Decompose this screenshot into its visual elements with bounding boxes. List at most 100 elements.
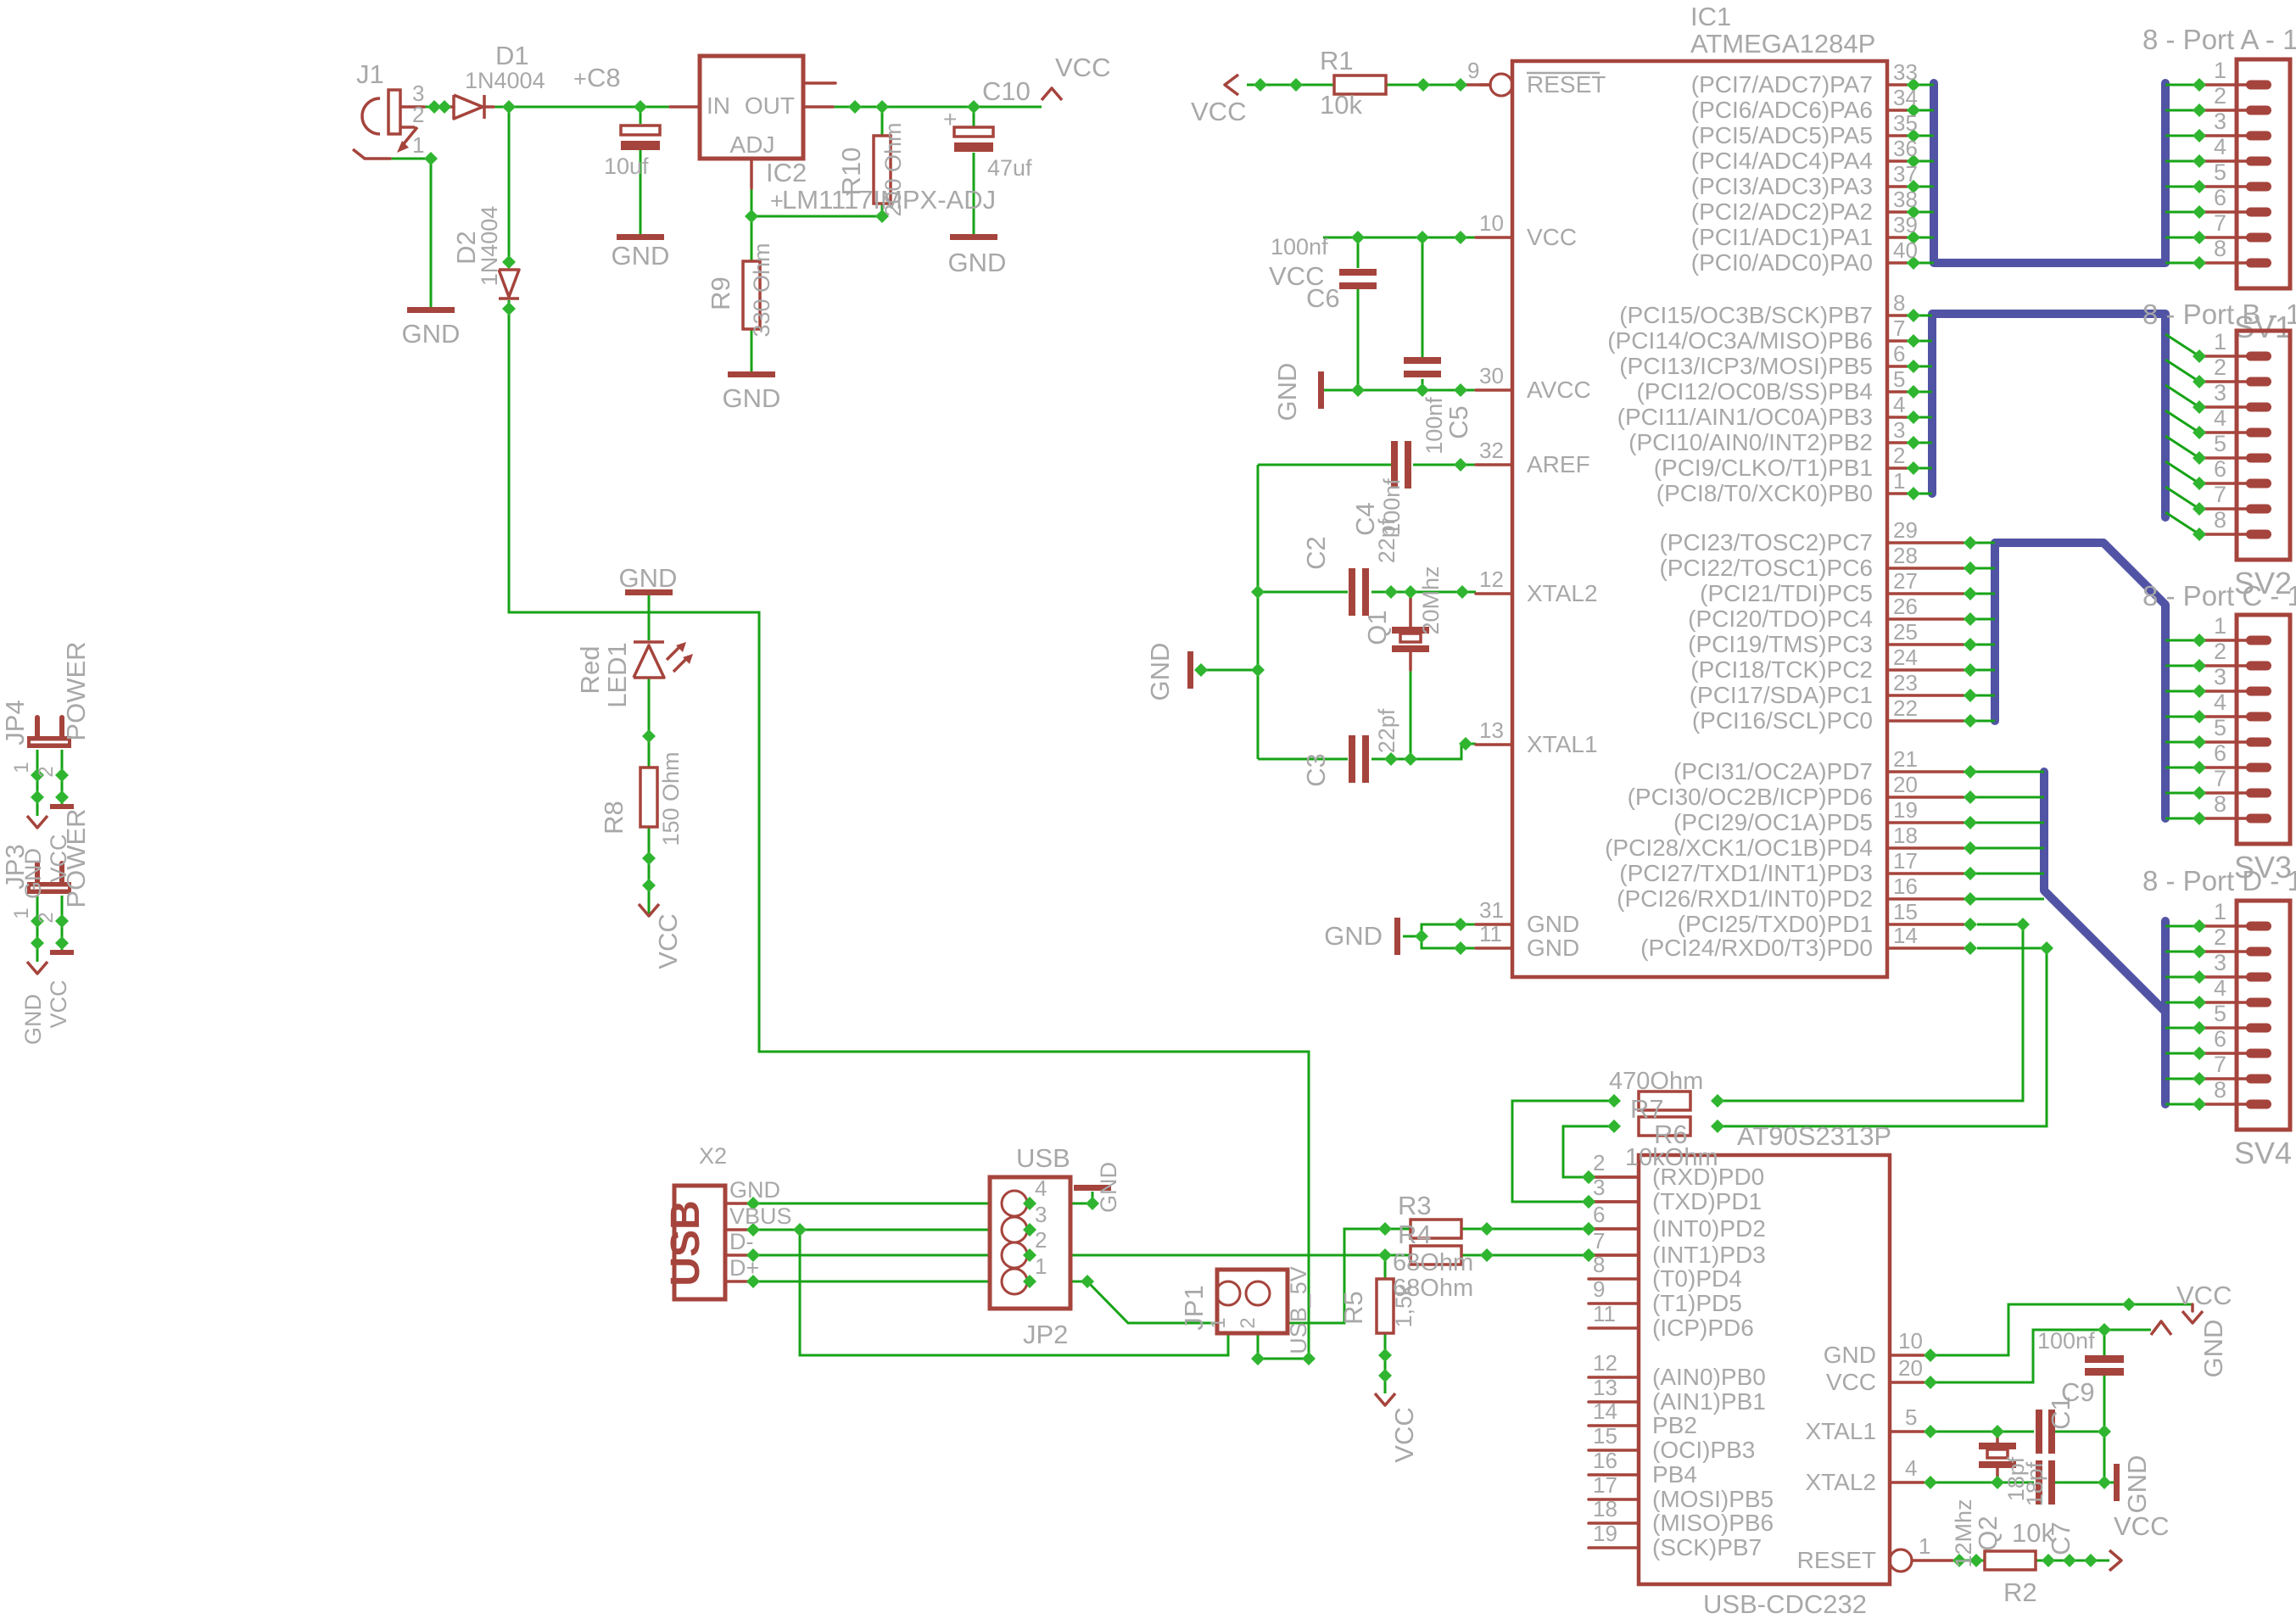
junction-dot: [1907, 360, 1920, 373]
component-plate: [1362, 568, 1369, 616]
r6-ref: R6: [1654, 1119, 1688, 1149]
connector-pad: [2246, 80, 2271, 90]
label: GND: [619, 563, 678, 593]
c6-ref: C6: [1306, 283, 1340, 313]
junction-dot: [1454, 231, 1467, 244]
symbol-line: [1223, 73, 1240, 97]
label: (PCI22/TOSC1)PC6: [1659, 555, 1873, 581]
label: 7: [1593, 1228, 1605, 1253]
bus: [1991, 539, 2170, 823]
label: 10: [1898, 1328, 1923, 1354]
label: (T1)PD5: [1652, 1290, 1742, 1316]
junction-dot: [1711, 1119, 1724, 1133]
label: GND: [1145, 643, 1175, 701]
net-wire: [2165, 485, 2200, 511]
usb-x2-box: [672, 1183, 728, 1302]
label: 18pf: [2022, 1461, 2047, 1506]
label: (PCI0/ADC0)PA0: [1691, 249, 1873, 276]
junction-dot: [2193, 761, 2206, 774]
label: 28: [1893, 543, 1918, 568]
net-wire: [1086, 1227, 1411, 1325]
junction-dot: [1480, 1248, 1494, 1262]
junction-dot: [2084, 1554, 2098, 1567]
label: (PCI16/SCL)PC0: [1692, 707, 1873, 734]
label: 10uf: [604, 154, 649, 179]
label: USB_5V: [1286, 1266, 1311, 1354]
connector-pad: [2246, 997, 2271, 1008]
connector-pad: [2246, 1048, 2271, 1058]
connector-sv3-ref: SV3: [2234, 850, 2292, 885]
label: 35: [1893, 110, 1918, 136]
label: 27: [1893, 568, 1918, 594]
junction-dot: [2193, 256, 2206, 270]
junction-dot: [55, 768, 69, 782]
label: ADJ: [730, 131, 775, 158]
junction-dot: [1582, 1222, 1595, 1236]
label: 5: [1905, 1404, 1917, 1430]
label: 2: [2214, 924, 2226, 950]
junction-dot: [1964, 689, 1977, 702]
label: 37: [1893, 161, 1918, 187]
junction-dot: [1416, 78, 1430, 92]
junction-dot: [1991, 1476, 2004, 1489]
junction-dot: [2098, 1323, 2111, 1337]
connector-pad: [2246, 181, 2271, 192]
c2-ref: C2: [1301, 536, 1331, 570]
label: (PCI17/SDA)PC1: [1690, 682, 1873, 708]
label: 1: [1919, 1533, 1930, 1559]
label: GND: [20, 848, 46, 899]
connector-pad: [2246, 105, 2271, 115]
junction-dot: [2193, 528, 2206, 541]
junction-dot: [1378, 1222, 1392, 1236]
label: (PCI5/ADC5)PA5: [1691, 122, 1873, 148]
junction-dot: [2098, 1425, 2111, 1438]
label: 10: [1479, 210, 1504, 236]
junction-dot: [1351, 383, 1365, 397]
label: 1: [1893, 468, 1905, 494]
label: 18: [1593, 1496, 1617, 1521]
label: 2: [2214, 355, 2226, 380]
ic3-subtitle: USB-CDC232: [1703, 1589, 1867, 1619]
junction-dot: [2193, 400, 2206, 414]
label: 17: [1593, 1472, 1617, 1498]
label: 5: [1893, 366, 1905, 392]
junction-dot: [2193, 129, 2206, 142]
junction-dot: [848, 100, 862, 114]
label: 18pf: [2003, 1456, 2029, 1501]
label: (PCI13/ICP3/MOSI)PB5: [1619, 353, 1873, 379]
jp2-ref: JP2: [1023, 1320, 1068, 1349]
junction-dot: [502, 100, 516, 114]
junction-dot: [1964, 638, 1977, 651]
label: 2: [412, 102, 424, 127]
component-plate: [1392, 645, 1429, 652]
label: (INT1)PD3: [1652, 1242, 1766, 1268]
label: 20: [1898, 1355, 1923, 1381]
junction-dot: [1378, 1248, 1392, 1262]
junction-dot: [2193, 919, 2206, 933]
label: GND: [1527, 911, 1579, 937]
label: 47uf: [987, 155, 1032, 181]
label: +: [943, 106, 957, 132]
label: VCC: [1527, 224, 1577, 250]
label: 15: [1893, 899, 1918, 924]
label: 24: [1893, 645, 1918, 670]
arrow-head: [683, 654, 693, 664]
r4-body: [1409, 1244, 1463, 1266]
junction-dot: [1907, 154, 1920, 168]
label: +: [573, 66, 587, 92]
label: VCC: [1269, 261, 1324, 291]
junction-dot: [875, 100, 889, 114]
connector-pad: [2246, 232, 2271, 243]
r9-ref: R9: [706, 276, 735, 310]
r8-ref: R8: [599, 801, 628, 835]
junction-dot: [1907, 205, 1920, 219]
label: (AIN1)PB1: [1652, 1388, 1766, 1415]
junction-dot: [2193, 180, 2206, 193]
label: 7: [2214, 482, 2226, 507]
connector-pad: [2246, 453, 2271, 463]
label: (PCI3/ADC3)PA3: [1691, 173, 1873, 199]
label: 1: [10, 907, 33, 918]
label: 7: [2214, 766, 2226, 791]
label: 21: [1893, 746, 1918, 772]
q2-body: [1986, 1448, 2009, 1460]
